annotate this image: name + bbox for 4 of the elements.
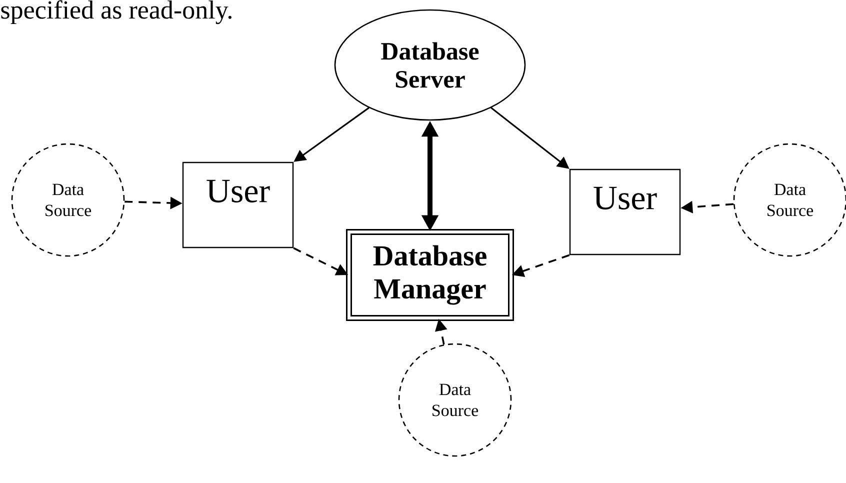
user-box: User [182, 162, 294, 248]
caption-text: specified as read-only. [1, 0, 232, 24]
manager-box: Database Manager [346, 229, 514, 321]
user-box: User [569, 168, 681, 256]
